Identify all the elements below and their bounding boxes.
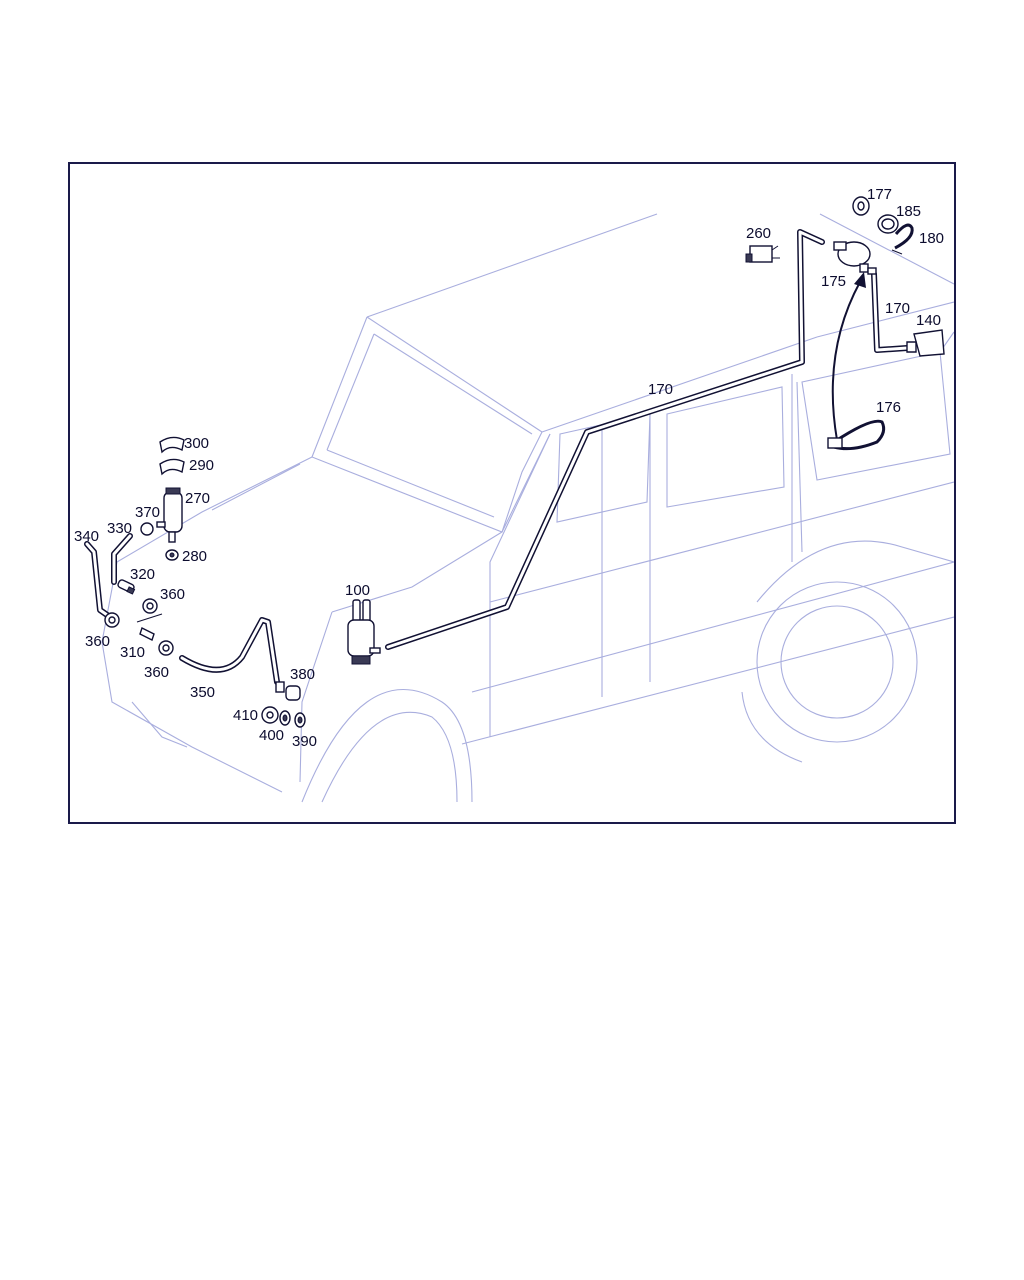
diagram-frame: 100 140 170 170 175 176 177 180 185 260 … (68, 162, 956, 824)
part-320-valve (117, 579, 136, 595)
part-410-washer (261, 706, 279, 724)
part-400-washer (279, 710, 291, 726)
part-260-connector (745, 245, 780, 263)
label-360-b: 360 (85, 633, 110, 650)
arrow-176-to-175 (831, 272, 866, 441)
part-180-bracket (891, 223, 914, 255)
label-170-rear: 170 (885, 300, 910, 317)
part-270-washer-pump (156, 487, 183, 543)
label-350: 350 (190, 684, 215, 701)
part-300-clamp (159, 436, 185, 454)
label-370: 370 (135, 504, 160, 521)
label-260: 260 (746, 225, 771, 242)
part-360-clip-c (158, 640, 174, 656)
part-370-clip (140, 522, 154, 536)
part-labels: 100 140 170 170 175 176 177 180 185 260 … (74, 186, 944, 750)
hose-170-rear (871, 271, 910, 353)
label-290: 290 (189, 457, 214, 474)
label-380: 380 (290, 666, 315, 683)
label-310: 310 (120, 644, 145, 661)
label-180: 180 (919, 230, 944, 247)
hose-350 (179, 617, 280, 685)
label-360-a: 360 (160, 586, 185, 603)
part-390-washer (294, 712, 306, 728)
label-185: 185 (896, 203, 921, 220)
part-290-clamp (159, 458, 185, 476)
vehicle-outline (101, 213, 954, 803)
label-340: 340 (74, 528, 99, 545)
label-170-main: 170 (648, 381, 673, 398)
part-177-grommet (852, 196, 870, 216)
part-310-connector (136, 613, 163, 641)
part-100-washer-pump (347, 599, 381, 665)
label-300: 300 (184, 435, 209, 452)
label-410: 410 (233, 707, 258, 724)
label-100: 100 (345, 582, 370, 599)
part-176-strap (827, 419, 886, 451)
label-280: 280 (182, 548, 207, 565)
label-175: 175 (821, 273, 846, 290)
hose-340 (84, 541, 113, 620)
label-177: 177 (867, 186, 892, 203)
label-270: 270 (185, 490, 210, 507)
part-380-nozzle (275, 681, 301, 701)
label-140: 140 (916, 312, 941, 329)
label-400: 400 (259, 727, 284, 744)
label-330: 330 (107, 520, 132, 537)
part-360-clip-a (142, 598, 158, 614)
part-140-nozzle (906, 329, 945, 357)
part-280-grommet (165, 549, 179, 561)
hose-330 (111, 533, 133, 585)
label-390: 390 (292, 733, 317, 750)
hose-170-main (385, 229, 825, 650)
label-176: 176 (876, 399, 901, 416)
parts-diagram: 100 140 170 170 175 176 177 180 185 260 … (74, 186, 954, 803)
label-320: 320 (130, 566, 155, 583)
part-360-clip-b (104, 612, 120, 628)
label-360-c: 360 (144, 664, 169, 681)
part-175-valve (833, 241, 877, 275)
part-185-ring (877, 214, 899, 234)
